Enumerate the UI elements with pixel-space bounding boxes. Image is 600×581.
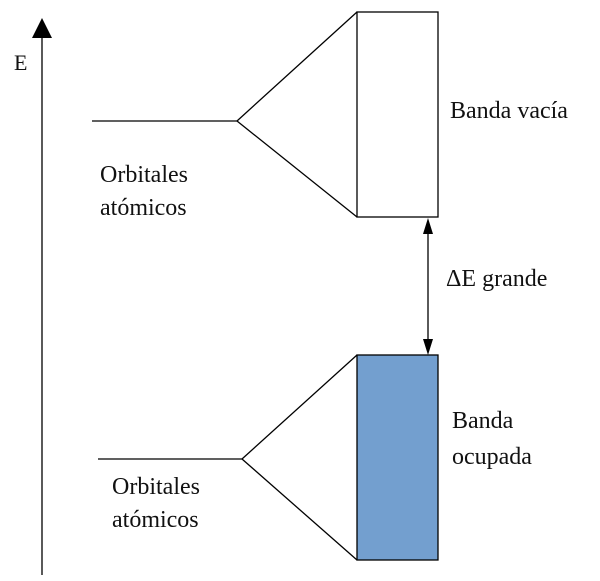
upper-fan-line-top bbox=[236, 11, 358, 122]
empty-band-rect bbox=[356, 11, 439, 218]
occupied-band-label-line2: ocupada bbox=[452, 444, 532, 470]
energy-axis-label: E bbox=[14, 50, 27, 75]
upper-fan-line-bottom bbox=[236, 120, 358, 218]
lower-orbital-label-line1: Orbitales bbox=[112, 474, 200, 500]
gap-label: ΔE grande bbox=[446, 266, 547, 292]
upper-orbital-label-line2: atómicos bbox=[100, 195, 187, 221]
empty-band-label: Banda vacía bbox=[450, 98, 568, 124]
gap-arrow-head-bottom bbox=[423, 339, 433, 355]
occupied-band-label-line1: Banda bbox=[452, 408, 514, 434]
upper-orbital-label-line1: Orbitales bbox=[100, 162, 188, 188]
lower-fan-line-bottom bbox=[241, 458, 358, 561]
energy-axis-arrowhead bbox=[32, 18, 52, 38]
lower-fan-line-top bbox=[241, 354, 358, 460]
gap-arrow-head-top bbox=[423, 218, 433, 234]
occupied-band-rect bbox=[356, 354, 439, 561]
lower-orbital-label-line2: atómicos bbox=[112, 507, 199, 533]
